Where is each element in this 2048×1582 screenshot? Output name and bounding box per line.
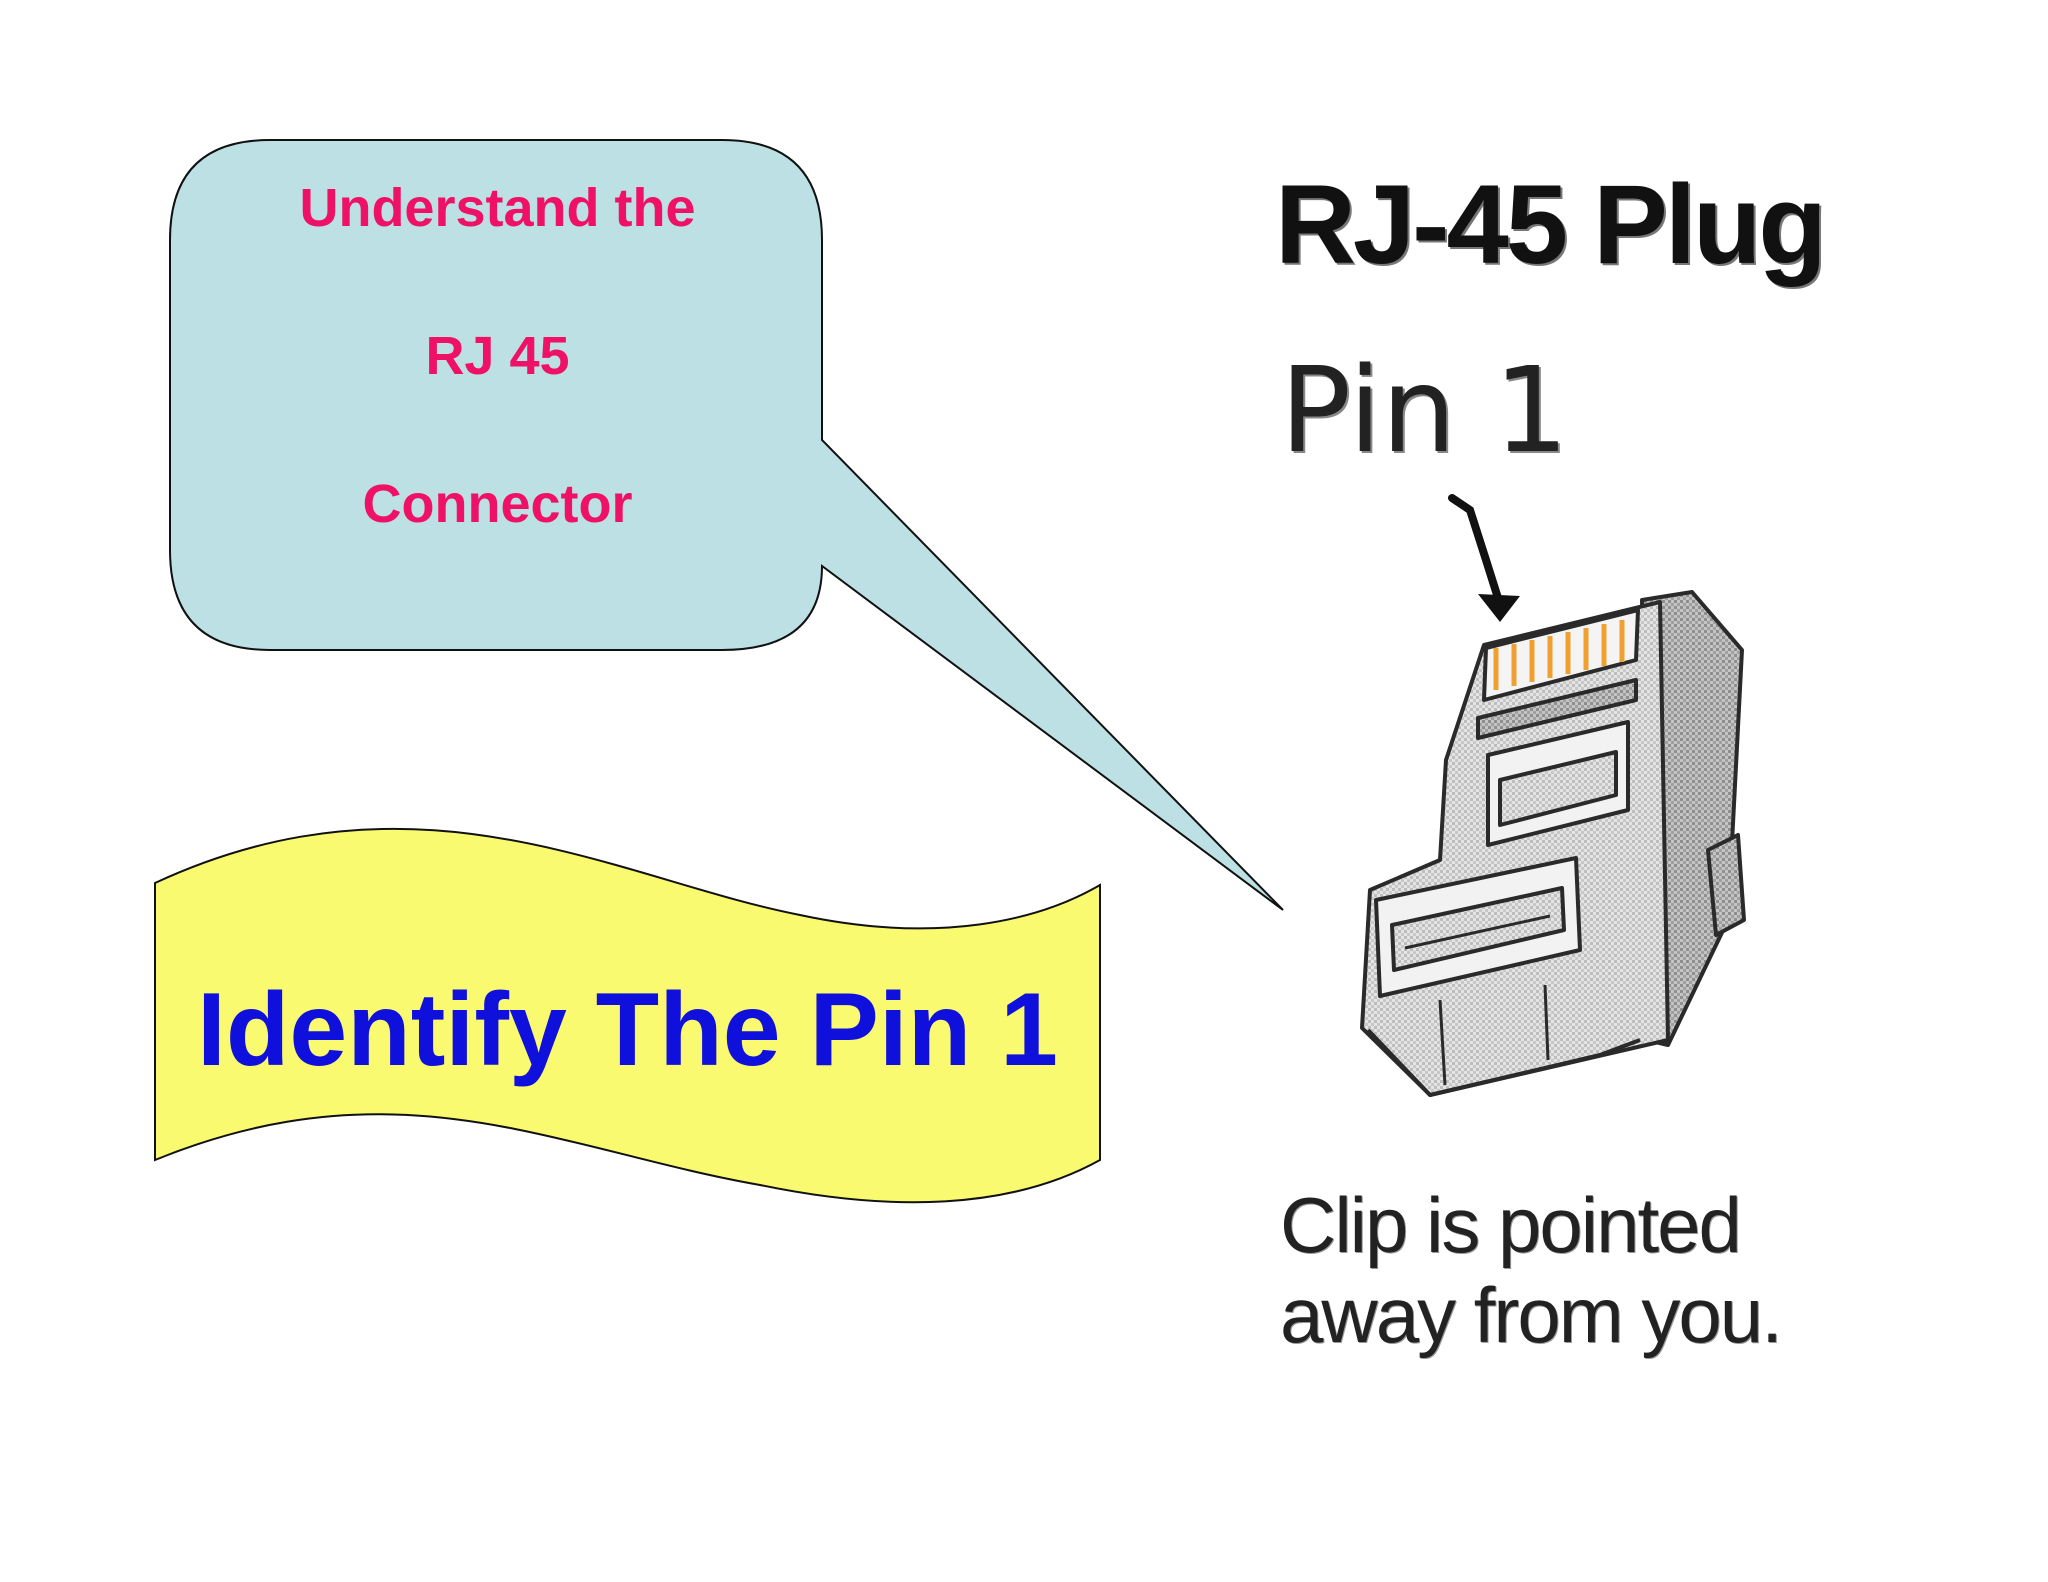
- rj45-plug-icon: [1360, 590, 1746, 1097]
- wave-banner: [154, 827, 1101, 1204]
- callout-title-line-1: Understand the: [299, 178, 696, 238]
- pin-label: Pin 1: [1280, 341, 1569, 479]
- plug-title: RJ-45 Plug: [1275, 162, 1827, 287]
- caption-line-1: Clip is pointed: [1280, 1181, 1742, 1269]
- caption-line-2: away from you.: [1280, 1271, 1783, 1359]
- callout-bubble: [169, 139, 1284, 911]
- banner-heading: Identify The Pin 1: [197, 972, 1058, 1088]
- arrow-down-icon: [1448, 494, 1520, 622]
- callout-title-line-3: Connector: [362, 474, 633, 534]
- callout-title-line-2: RJ 45: [425, 326, 570, 386]
